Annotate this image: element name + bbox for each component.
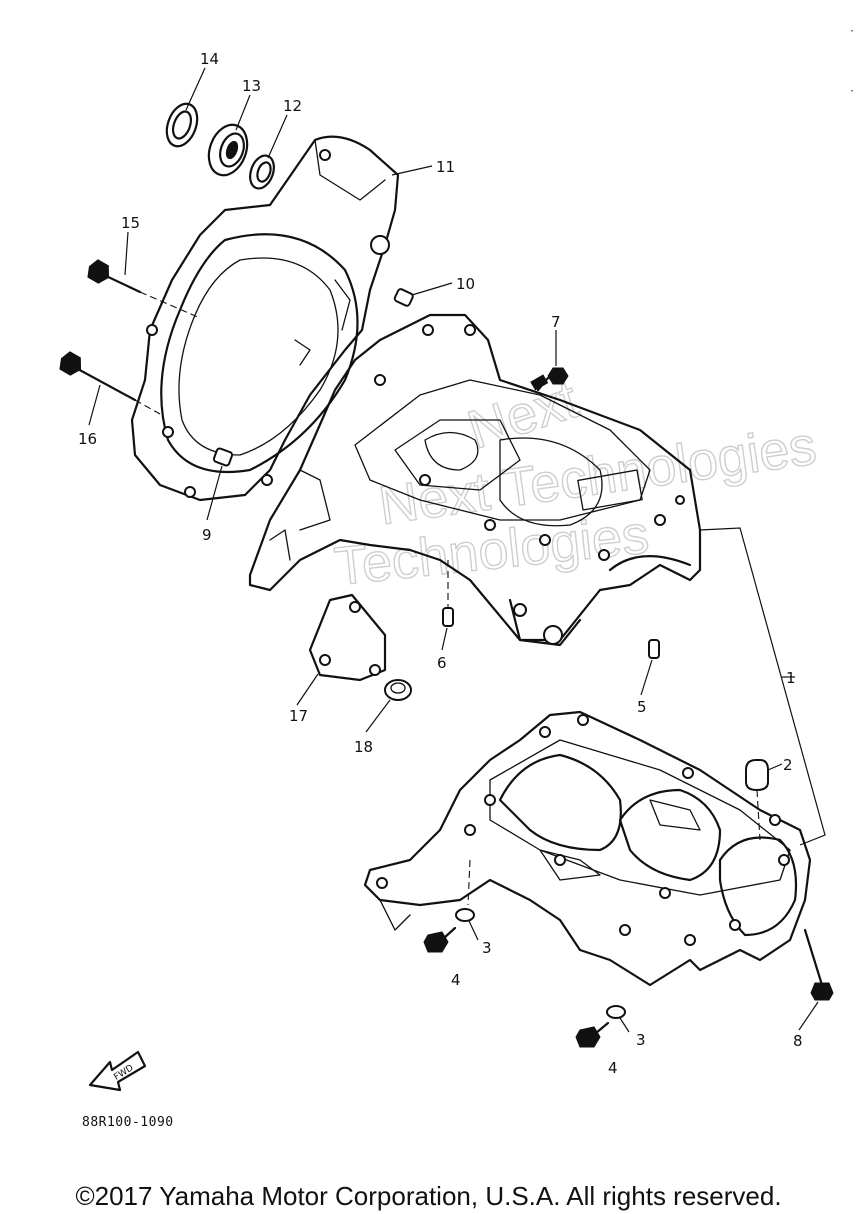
callout-4a: 4 <box>451 971 461 989</box>
part-3-washer-a <box>455 859 475 922</box>
part-4-bolt-a <box>423 926 457 953</box>
callout-6: 6 <box>437 654 447 672</box>
callout-18: 18 <box>354 738 373 756</box>
callout-16: 16 <box>78 430 97 448</box>
part-15-bolt <box>87 259 201 319</box>
part-18-nut <box>384 679 412 701</box>
callout-14: 14 <box>200 50 219 68</box>
lower-crankcase <box>363 710 812 987</box>
part-2-plug <box>745 759 769 841</box>
part-11-crankcase-cover <box>130 135 400 502</box>
corner-marks: ·· <box>848 26 855 97</box>
callout-2: 2 <box>783 756 793 774</box>
callout-3b: 3 <box>636 1031 646 1049</box>
part-5-dowel-pin <box>648 639 660 659</box>
leader-lines <box>88 67 819 1033</box>
part-13-bearing <box>207 123 249 177</box>
callout-7: 7 <box>551 313 561 331</box>
part-7-bolt <box>530 367 569 392</box>
callout-3a: 3 <box>482 939 492 957</box>
callout-4b: 4 <box>608 1059 618 1077</box>
upper-crankcase-bolt-holes <box>374 324 685 561</box>
part-10-dowel-pin <box>393 288 414 307</box>
callout-labels: 1 2 3 3 4 4 5 6 7 8 9 10 11 12 13 14 15 … <box>78 50 803 1077</box>
callout-12: 12 <box>283 97 302 115</box>
callout-10: 10 <box>456 275 475 293</box>
part-6-dowel-pin <box>442 560 454 627</box>
callout-17: 17 <box>289 707 308 725</box>
part-17-cover-plate <box>308 593 387 682</box>
upper-crankcase <box>248 313 702 647</box>
part-12-seal <box>249 154 275 190</box>
part-14-oil-seal <box>165 102 199 148</box>
part-3-washer-b <box>606 1005 626 1019</box>
lower-crankcase-bolt-holes <box>376 714 790 946</box>
callout-15: 15 <box>121 214 140 232</box>
part-16-bolt <box>59 351 161 415</box>
part-1-assembly-bracket <box>699 527 826 846</box>
part-9-dowel-pin <box>212 447 234 467</box>
callout-13: 13 <box>242 77 261 95</box>
callout-8: 8 <box>793 1032 803 1050</box>
callout-5: 5 <box>637 698 647 716</box>
part-8-bolt <box>803 928 834 1001</box>
watermark: Next Next Technologies Technologies <box>331 368 820 597</box>
part-4-bolt-b <box>575 1021 610 1048</box>
diagram-code: 88R100-1090 <box>82 1115 174 1130</box>
copyright-notice: ©2017 Yamaha Motor Corporation, U.S.A. A… <box>75 1181 782 1211</box>
callout-11: 11 <box>436 158 455 176</box>
front-direction-arrow-icon: FWD <box>88 1050 147 1092</box>
callout-9: 9 <box>202 526 212 544</box>
callout-1: 1 <box>786 669 796 687</box>
